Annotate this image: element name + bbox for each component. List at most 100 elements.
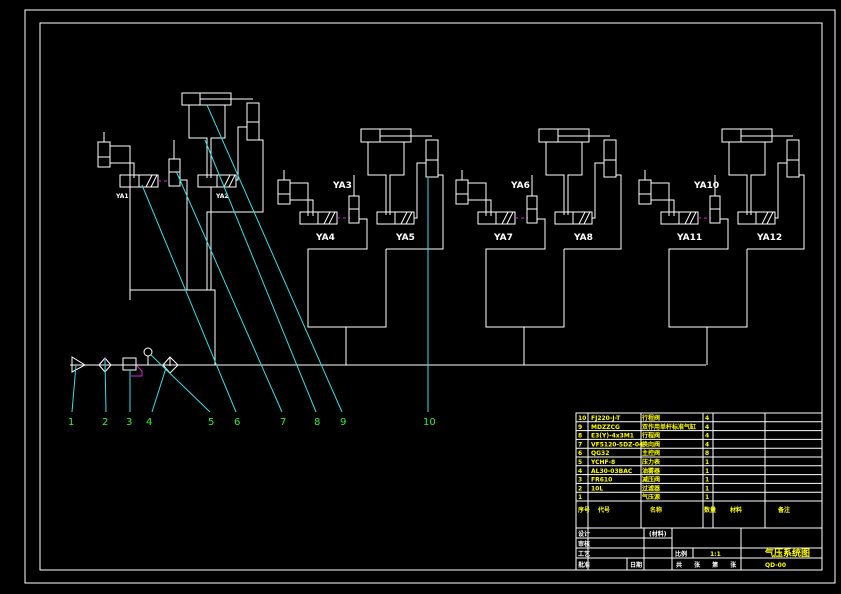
small-cylinder bbox=[456, 180, 468, 204]
label-ya1: YA1 bbox=[115, 193, 129, 200]
bom-cell: 4 bbox=[705, 415, 709, 422]
label-review: 审核 bbox=[578, 540, 590, 548]
valve-label: YA12 bbox=[756, 233, 782, 243]
bom-cell: 1 bbox=[705, 459, 709, 466]
valve-label: YA7 bbox=[493, 233, 513, 243]
bom-header-cell: 备注 bbox=[777, 506, 790, 514]
drawing-title: 气压系统图 bbox=[764, 547, 810, 559]
bom-cell: 减压阀 bbox=[642, 476, 660, 484]
bom-header-cell: 序号 bbox=[577, 506, 590, 514]
bom-row: 6 QG32 主控阀 8 bbox=[578, 449, 709, 457]
callout-2: 2 bbox=[102, 417, 108, 428]
bom-cell: 10 bbox=[578, 415, 586, 422]
bom-cell: 压力表 bbox=[642, 458, 661, 466]
bom-row: 7 VF5120-5DZ-04换向阀 4 bbox=[578, 440, 709, 448]
bom-header-cell: 数量 bbox=[704, 506, 716, 514]
drawing-number: QD-00 bbox=[765, 562, 786, 569]
callout-4: 4 bbox=[146, 417, 152, 428]
bom-cell: 行程阀 bbox=[641, 414, 660, 422]
bom-cell: 4 bbox=[705, 441, 709, 448]
valve-label: YA5 bbox=[395, 233, 415, 243]
stroke-valve bbox=[787, 140, 799, 177]
bom-cell: 4 bbox=[705, 424, 709, 431]
leader-lines bbox=[72, 105, 428, 412]
bom-cell: 双作用单杆标准气缸 bbox=[642, 423, 696, 431]
callout-6: 6 bbox=[234, 417, 240, 428]
bom-header-cell: 代号 bbox=[597, 506, 610, 514]
bom-cell: 2 bbox=[578, 485, 582, 492]
bom-cell: 4 bbox=[705, 433, 709, 440]
pressure-gauge-icon bbox=[144, 348, 152, 356]
bom-cell: E3(Y)-4x3M1 bbox=[591, 433, 634, 440]
small-cylinder bbox=[639, 180, 651, 204]
callout-1: 1 bbox=[68, 417, 74, 428]
valve-label: YA4 bbox=[315, 233, 335, 243]
bom-row: 2 10L 过滤器 1 bbox=[578, 484, 709, 492]
callout-10: 10 bbox=[423, 417, 436, 428]
bom-cell: 行程阀 bbox=[641, 432, 660, 440]
bom-cell: FR610 bbox=[591, 477, 612, 484]
label-approve: 批准 bbox=[578, 561, 590, 569]
bom-cell: QG32 bbox=[591, 450, 609, 457]
bom-cell: 1 bbox=[705, 494, 709, 501]
circuit-group-3: YA6YA7 YA8 bbox=[456, 129, 621, 365]
scale-value: 1:1 bbox=[710, 551, 721, 558]
bom-cell: 换向阀 bbox=[642, 440, 660, 448]
bom-cell: 8 bbox=[705, 450, 709, 457]
bom-row: 10 FJ220-J-T 行程阀 4 bbox=[578, 414, 709, 422]
bom-cell: AL30-03BAC bbox=[591, 468, 633, 475]
circuit-group-4: YA10YA11 YA12 bbox=[639, 129, 804, 365]
bom-row: 1 气压源 1 bbox=[578, 493, 709, 501]
bom-row: 9 MDZZCG 双作用单杆标准气缸 4 bbox=[578, 423, 709, 431]
valve-label: YA3 bbox=[332, 181, 352, 191]
bom-cell: MDZZCG bbox=[591, 424, 620, 431]
bom-cell: 主控阀 bbox=[642, 449, 660, 457]
bom-cell: 10L bbox=[591, 485, 603, 492]
bom-cell: VF5120-5DZ-04 bbox=[591, 441, 643, 448]
small-cylinder bbox=[278, 180, 290, 204]
bom-cell: 1 bbox=[705, 485, 709, 492]
callout-3: 3 bbox=[126, 417, 132, 428]
valve-label: YA10 bbox=[693, 181, 719, 191]
stroke-valve bbox=[604, 140, 616, 177]
label-scale: 比例 bbox=[675, 550, 687, 558]
circuit-group-2: YA3YA4 YA5 bbox=[278, 129, 443, 365]
bom-cell: 1 bbox=[578, 494, 582, 501]
label-date: 日期 bbox=[630, 561, 642, 569]
bom-row: 8 E3(Y)-4x3M1 行程阀 4 bbox=[578, 432, 709, 440]
callout-5: 5 bbox=[208, 417, 214, 428]
bom-cell: 过滤器 bbox=[642, 484, 661, 492]
circuit-group-1: YA1 YA2 bbox=[98, 93, 263, 365]
bom-cell: 3 bbox=[578, 477, 582, 484]
bom-cell: 7 bbox=[578, 441, 582, 448]
valve-label: YA8 bbox=[573, 233, 593, 243]
bom-cell: 气压源 bbox=[641, 493, 660, 501]
bom-header-cell: 名称 bbox=[650, 506, 662, 514]
bom-cell: 6 bbox=[578, 450, 582, 457]
bom-header-cell: 材料 bbox=[729, 506, 742, 514]
bom-cell: 9 bbox=[578, 424, 582, 431]
bom-cell: 1 bbox=[705, 468, 709, 475]
title-block: 10 FJ220-J-T 行程阀 4 9 MDZZCG 双作用单杆标准气缸 4 8 E3(Y)-4… bbox=[576, 413, 822, 570]
callout-8: 8 bbox=[314, 417, 320, 428]
bom-cell: 4 bbox=[578, 468, 582, 475]
bom-cell: FJ220-J-T bbox=[591, 415, 621, 422]
pressure-reducing-valve-icon bbox=[123, 358, 136, 370]
label-process: 工艺 bbox=[578, 550, 590, 558]
callout-numbers: 1 2 3 4 5 6 7 8 9 10 bbox=[68, 417, 436, 428]
sheet-text: 共 张 第 张 bbox=[676, 561, 741, 569]
valve-label: YA11 bbox=[676, 233, 702, 243]
small-cylinder-1 bbox=[98, 142, 110, 167]
bom-row: 4 AL30-03BAC 油雾器 1 bbox=[578, 467, 709, 475]
valve-label: YA6 bbox=[510, 181, 530, 191]
callout-7: 7 bbox=[280, 417, 286, 428]
bom-cell: 8 bbox=[578, 433, 582, 440]
bom-row: 5YCHF-8压力表1 bbox=[578, 458, 709, 466]
bom-cell: 1 bbox=[705, 477, 709, 484]
bom-cell: 5 bbox=[578, 459, 582, 466]
air-source-components bbox=[72, 348, 178, 376]
label-design: 设计 bbox=[578, 530, 590, 538]
bom-row: 3 FR610 减压阀 1 bbox=[578, 476, 709, 484]
bom-cell: 油雾器 bbox=[642, 467, 661, 475]
